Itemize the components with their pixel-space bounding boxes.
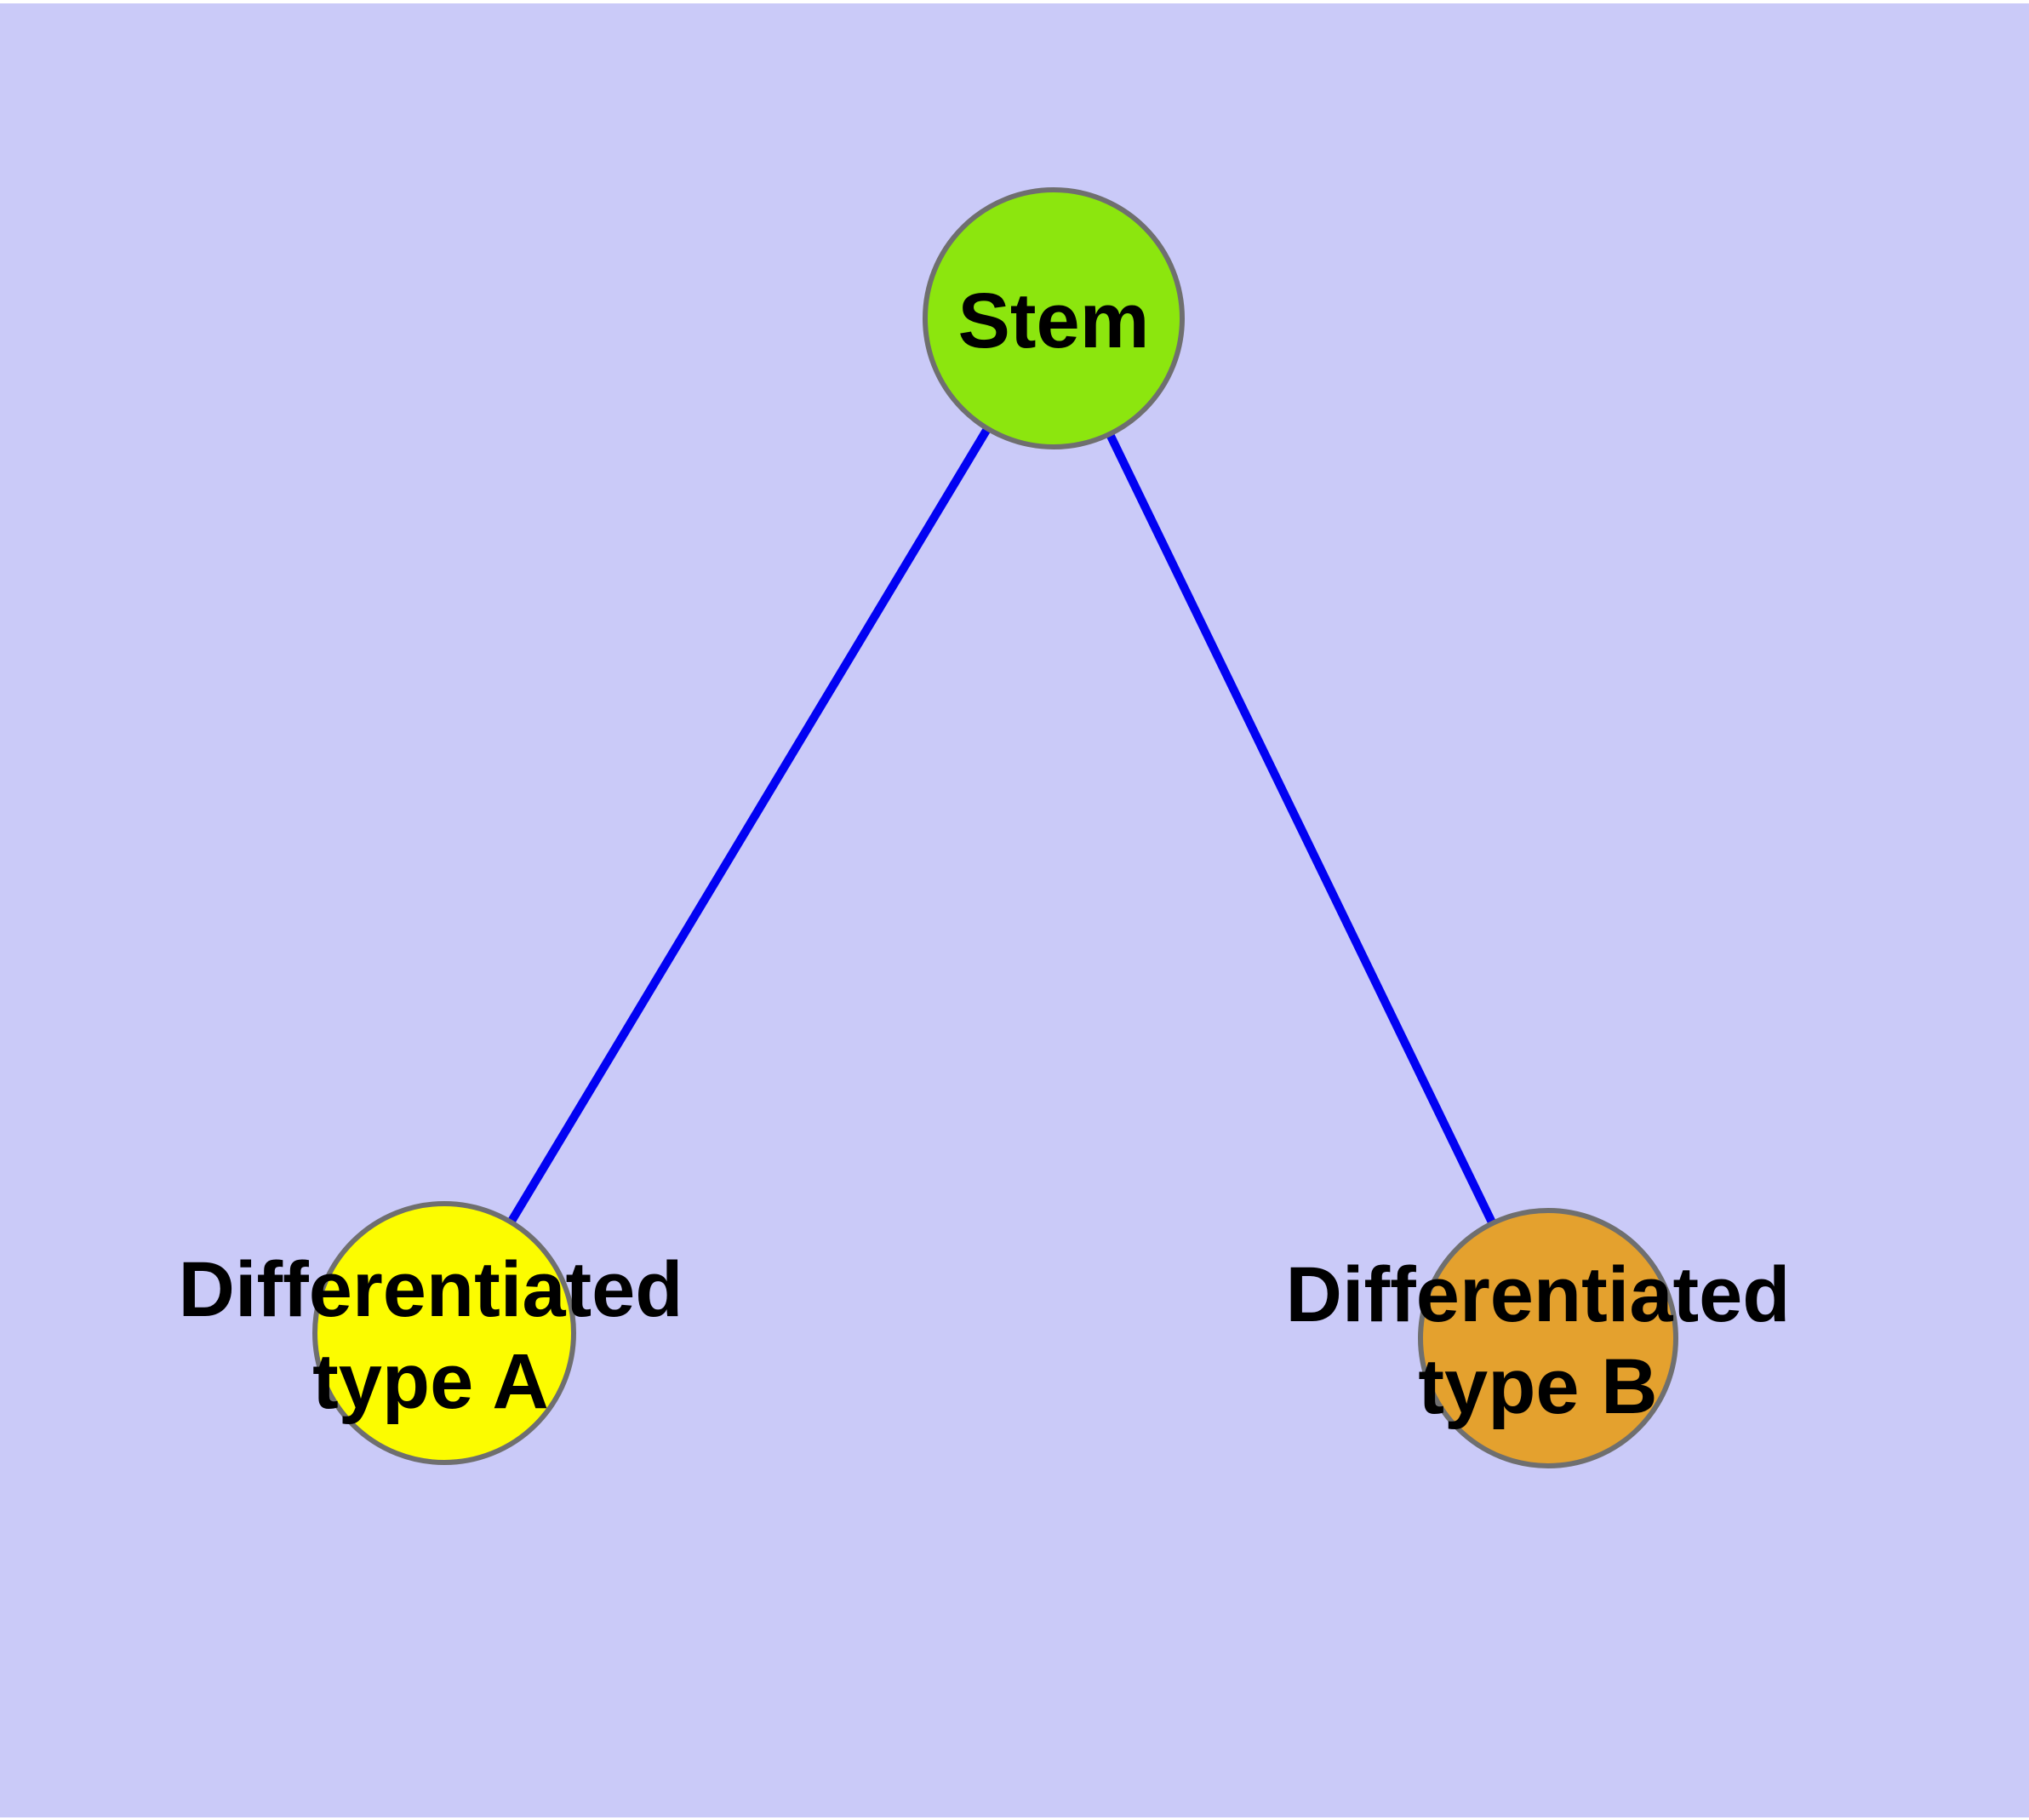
- edge-stem-typeB: [1106, 432, 1497, 1226]
- nodes-layer: [312, 187, 1678, 1468]
- node-label-line: type B: [1418, 1343, 1657, 1430]
- node-label-line: Differentiated: [1286, 1251, 1791, 1338]
- edge-stem-typeA: [506, 426, 992, 1225]
- node-stem: [923, 187, 1185, 449]
- node-label-line: Differentiated: [179, 1246, 683, 1333]
- node-typeA: [312, 1201, 576, 1465]
- node-label-line: type A: [312, 1338, 549, 1425]
- node-label-stem: Stem: [958, 278, 1150, 364]
- node-typeB: [1418, 1208, 1678, 1468]
- node-label-line: Stem: [958, 278, 1150, 364]
- edges-layer: [506, 426, 1497, 1226]
